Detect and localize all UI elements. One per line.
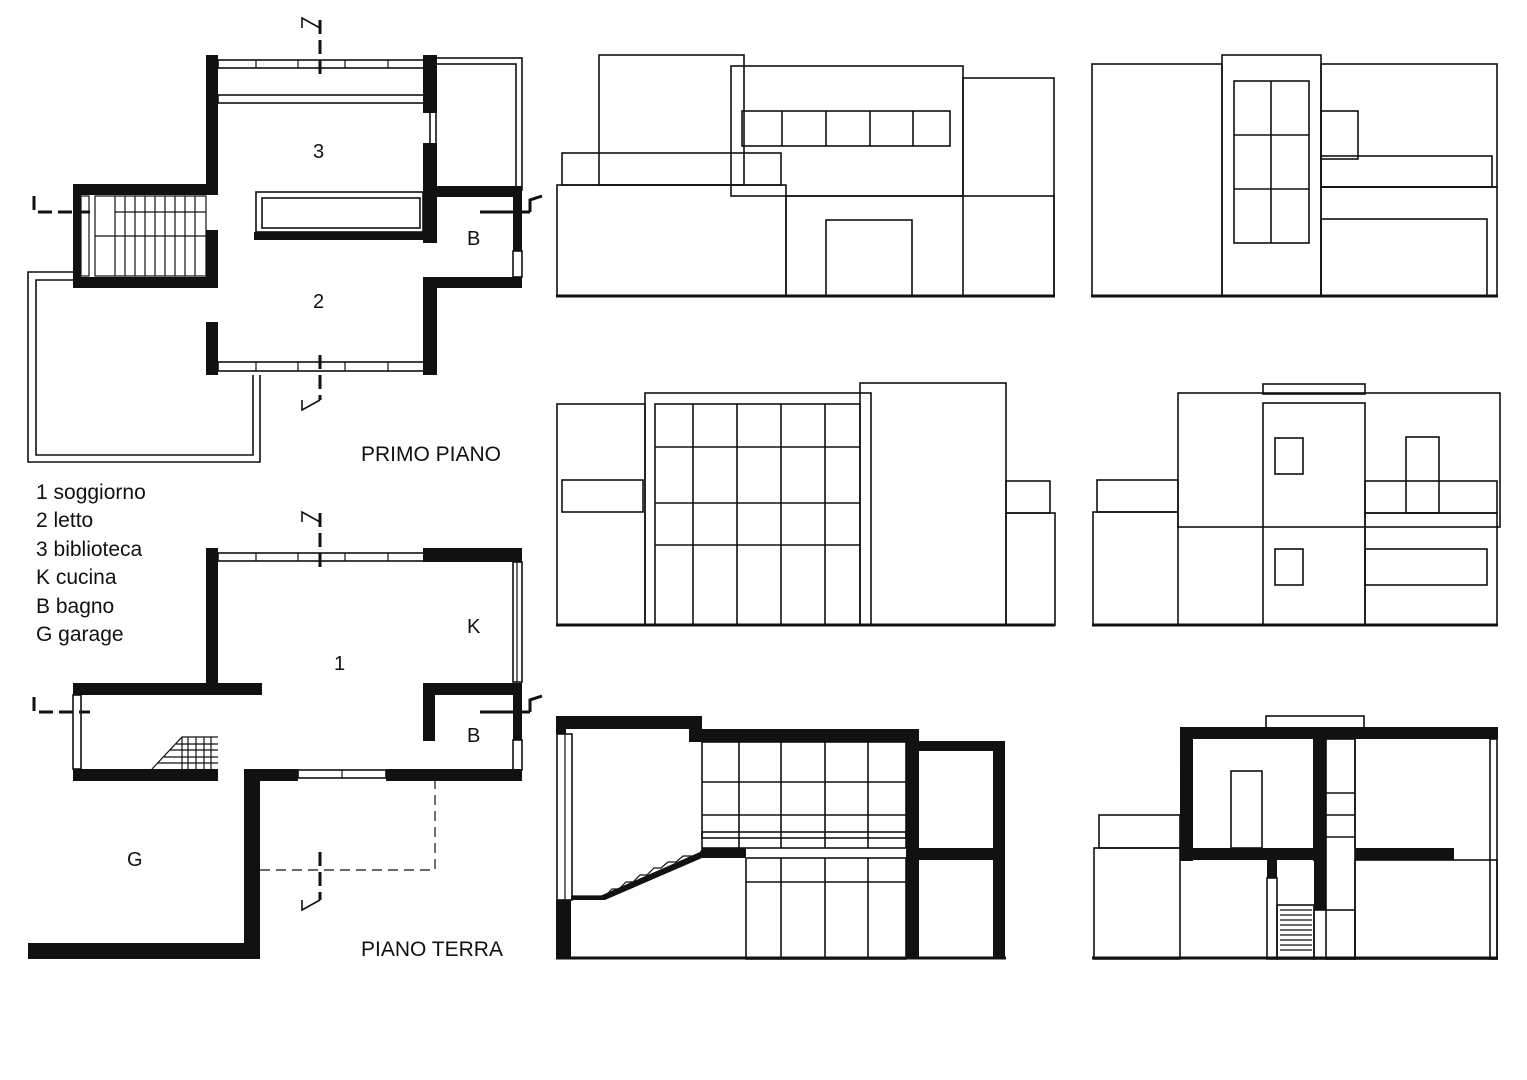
section-2 [1092,715,1498,960]
room-label-g: G [127,849,143,871]
section-markers-ground [32,510,543,912]
first-floor-stair [80,195,207,277]
section-1 [556,716,1006,960]
first-floor-plan: 3 2 B PRIMO PIANO [27,16,543,466]
elevation-2 [1091,54,1498,298]
ground-floor-title: PIANO TERRA [361,938,503,961]
ground-floor-stair [151,736,218,770]
legend-item-g: G garage [36,623,124,646]
legend-item-3: 3 biblioteca [36,538,143,561]
elevation-3 [556,382,1056,627]
room-label-b-first: B [467,228,480,250]
first-floor-title: PRIMO PIANO [361,443,501,466]
section-markers-first [32,16,543,412]
room-label-k: K [467,616,481,638]
legend-item-1: 1 soggiorno [36,481,146,504]
room-label-2: 2 [313,291,324,313]
elevation-4 [1092,383,1501,627]
ground-floor-plan: 1 K B G PIANO TERRA [28,510,543,961]
room-label-3: 3 [313,141,324,163]
legend-item-b: B bagno [36,595,114,618]
legend: 1 soggiorno 2 letto 3 biblioteca K cucin… [36,481,146,646]
legend-item-2: 2 letto [36,509,93,532]
elevation-1 [556,54,1055,298]
room-label-b-ground: B [467,725,480,747]
room-label-1: 1 [334,653,345,675]
legend-item-k: K cucina [36,566,117,589]
